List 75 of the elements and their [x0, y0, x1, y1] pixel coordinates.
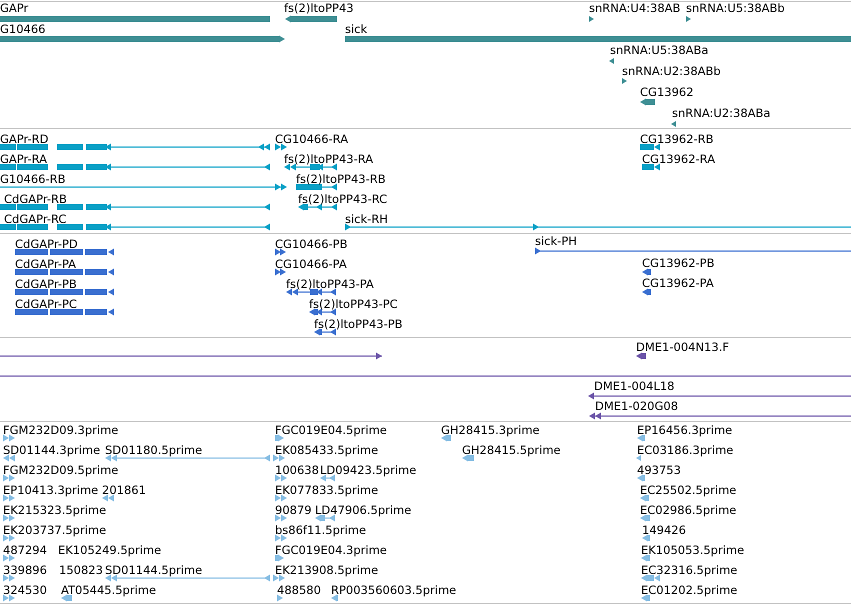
feature-label: 149426: [642, 524, 686, 537]
feature-label: AT05445.5prime: [61, 584, 156, 597]
feature-label: SD01144.5prime: [105, 564, 202, 577]
feature-label: 150823: [59, 564, 103, 577]
feature-label: CdGAPr-PD: [15, 238, 78, 251]
feature-label: 493753: [637, 464, 681, 477]
feature-label: sick: [345, 23, 368, 36]
feature-label: CdGAPr-PC: [15, 298, 77, 311]
feature-label: EK085433.5prime: [275, 444, 378, 457]
feature-label: fs(2)ltoPP43: [284, 2, 354, 15]
feature-label: G10466-RB: [0, 173, 66, 186]
feature-label: bs86f11.5prime: [275, 524, 366, 537]
feature-label: EP10413.3prime: [3, 484, 98, 497]
feature-label: sick-PH: [535, 235, 577, 248]
feature-label: EC01202.5prime: [641, 584, 738, 597]
feature-label: SD01180.5prime: [105, 444, 202, 457]
feature-label: CdGAPr-RC: [4, 213, 66, 226]
feature-label: snRNA:U2:38ABa: [672, 107, 770, 120]
feature-label: EK203737.5prime: [3, 524, 106, 537]
feature-label: FGC019E04.3prime: [275, 544, 387, 557]
feature-label: CG10466-PA: [275, 258, 347, 271]
feature-label: CG13962-RA: [642, 153, 716, 166]
feature-label: CG13962-PA: [642, 277, 714, 290]
feature-label: SD01144.3prime: [3, 444, 100, 457]
feature-label: snRNA:U5:38ABa: [610, 44, 708, 57]
feature-label: DME1-004N13.F: [636, 341, 729, 354]
feature-label: CG13962: [640, 86, 694, 99]
feature-label: EC03186.3prime: [637, 444, 734, 457]
feature-label: CdGAPr-PB: [15, 278, 77, 291]
feature-label: GAPr: [0, 2, 28, 15]
feature-label: CdGAPr-RB: [4, 193, 67, 206]
feature-label: CdGAPr-PA: [15, 258, 76, 271]
feature-label: 324530: [3, 584, 47, 597]
feature-label: 100638: [275, 464, 319, 477]
feature-label: EK215323.5prime: [3, 504, 106, 517]
feature-label: EK077833.5prime: [275, 484, 378, 497]
feature-label: LD47906.5prime: [315, 504, 412, 517]
feature-label: GAPr-RA: [0, 153, 48, 166]
feature-label: EC32316.5prime: [641, 564, 738, 577]
feature-label: EK105053.5prime: [641, 544, 744, 557]
feature-label: EK213908.5prime: [275, 564, 378, 577]
feature-label: EP16456.3prime: [637, 424, 732, 437]
feature-label: snRNA:U5:38ABb: [686, 2, 785, 15]
feature-label: EC02986.5prime: [640, 504, 736, 517]
feature-label: FGC019E04.5prime: [275, 424, 387, 437]
feature-label: CG13962-PB: [642, 257, 714, 270]
feature-label: FGM232D09.3prime: [3, 424, 118, 437]
feature-label: snRNA:U4:38AB: [589, 2, 680, 15]
feature-label: 339896: [3, 564, 47, 577]
feature-label: LD09423.5prime: [320, 464, 416, 477]
feature-label: sick-RH: [345, 213, 388, 226]
feature-label: EC25502.5prime: [640, 484, 736, 497]
feature-label: 201861: [102, 484, 146, 497]
feature-label: FGM232D09.5prime: [3, 464, 118, 477]
feature-label: G10466: [0, 23, 46, 36]
feature-label: fs(2)ltoPP43-RA: [284, 153, 374, 166]
feature-label: GAPr-RD: [0, 133, 48, 146]
feature-label: RP003560603.5prime: [331, 584, 456, 597]
feature-label: GH28415.3prime: [441, 424, 540, 437]
feature-label: DME1-004L18: [594, 380, 674, 393]
feature-label: fs(2)ltoPP43-RC: [298, 193, 388, 206]
feature-label: 90879: [275, 504, 312, 517]
feature-label: DME1-020G08: [595, 400, 678, 413]
feature-label: CG13962-RB: [640, 133, 714, 146]
feature-label: EK105249.5prime: [58, 544, 162, 557]
feature-label: snRNA:U2:38ABb: [622, 65, 721, 78]
feature-label: 488580: [277, 584, 321, 597]
feature-label: CG10466-RA: [275, 133, 348, 146]
feature-label: fs(2)ltoPP43-PA: [286, 278, 374, 291]
feature-label: fs(2)ltoPP43-PC: [309, 298, 398, 311]
feature-label: fs(2)ltoPP43-RB: [296, 173, 386, 186]
feature-label: GH28415.5prime: [462, 444, 561, 457]
feature-label: fs(2)ltoPP43-PB: [314, 318, 403, 331]
feature-label: 487294: [3, 544, 47, 557]
feature-label: CG10466-PB: [275, 238, 348, 251]
